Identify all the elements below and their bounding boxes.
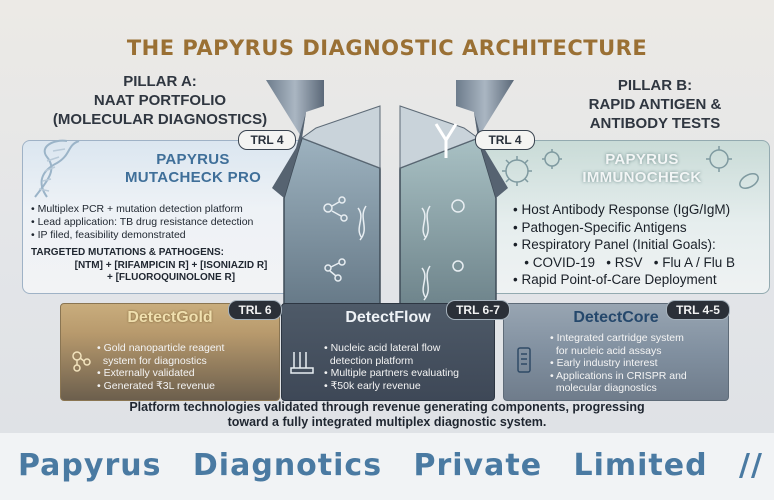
list-item: • IP filed, feasibility demonstrated bbox=[31, 229, 186, 241]
mutacheck-card: PAPYRUS MUTACHECK PRO • Multiplex PCR + … bbox=[22, 139, 322, 294]
detectgold-card: DetectGold • Gold nanoparticle reagent s… bbox=[60, 303, 280, 401]
pillar-a-heading: PILLAR A: NAAT PORTFOLIO (MOLECULAR DIAG… bbox=[50, 72, 270, 129]
architecture-poster: THE PAPYRUS DIAGNOSTIC ARCHITECTURE PILL… bbox=[0, 0, 774, 433]
detectcore-trl-badge: TRL 4-5 bbox=[666, 300, 730, 320]
company-banner bbox=[0, 433, 774, 500]
mutacheck-bullets: • Multiplex PCR + mutation detection pla… bbox=[31, 203, 253, 242]
pillar-b-portfolio: RAPID ANTIGEN & bbox=[588, 96, 722, 113]
list-item: • Externally validated bbox=[97, 367, 195, 379]
pillar-a-label: PILLAR A: bbox=[123, 73, 197, 90]
pillar-a-portfolio: NAAT PORTFOLIO bbox=[93, 92, 227, 109]
detectflow-card: DetectFlow • Nucleic acid lateral flow d… bbox=[281, 303, 495, 401]
pillar-a-subtitle: (MOLECULAR DIAGNOSTICS) bbox=[52, 111, 268, 128]
immunocheck-product: IMMUNOCHECK bbox=[582, 169, 702, 186]
immunocheck-bullets: • Host Antibody Response (IgG/IgM) • Pat… bbox=[513, 201, 735, 289]
list-item: • Multiplex PCR + mutation detection pla… bbox=[31, 203, 243, 215]
detectcore-card: DetectCore • Integrated cartridge system… bbox=[503, 303, 729, 401]
pillar-b-trl-badge: TRL 4 bbox=[475, 130, 535, 150]
targets-line-2: + [FLUOROQUINOLONE R] bbox=[106, 272, 236, 283]
list-item: • Generated ₹3L revenue bbox=[97, 379, 215, 392]
list-item: for nucleic acid assays bbox=[550, 344, 662, 357]
targets-line-1: [NTM] + [RIFAMPICIN R] + [ISONIAZID R] bbox=[74, 259, 268, 271]
list-item: molecular diagnostics bbox=[550, 382, 657, 394]
detectgold-name: DetectGold bbox=[127, 309, 213, 326]
dna-helix-icon bbox=[34, 139, 80, 198]
pillar-b-label: PILLAR B: bbox=[617, 77, 693, 94]
list-item: • Nucleic acid lateral flow bbox=[324, 342, 441, 354]
virus-icon bbox=[502, 146, 759, 189]
list-item: • Early industry interest bbox=[550, 357, 658, 369]
platform-summary-note: Platform technologies validated through … bbox=[0, 400, 774, 430]
list-item: • COVID-19 • RSV • Flu A / Flu B bbox=[513, 254, 735, 270]
list-item: • ₹50k early revenue bbox=[324, 379, 421, 392]
detectcore-name: DetectCore bbox=[573, 309, 659, 326]
list-item: • Host Antibody Response (IgG/IgM) bbox=[513, 202, 731, 217]
detectflow-bullets: • Nucleic acid lateral flow detection pl… bbox=[324, 342, 459, 392]
test-tube-rack-icon bbox=[290, 352, 314, 374]
detectgold-trl-badge: TRL 6 bbox=[228, 300, 282, 320]
list-item: detection platform bbox=[324, 354, 414, 367]
pillar-a-trl-badge: TRL 4 bbox=[238, 130, 296, 150]
mutacheck-product: MUTACHECK PRO bbox=[124, 169, 262, 186]
list-item: • Pathogen-Specific Antigens bbox=[513, 219, 687, 235]
detectcore-bullets: • Integrated cartridge system for nuclei… bbox=[550, 332, 687, 395]
company-name: Papyrus Diagnotics Private Limited // bbox=[18, 448, 763, 483]
molecule-icon bbox=[323, 196, 367, 282]
targets-title: TARGETED MUTATIONS & PATHOGENS: bbox=[31, 247, 224, 258]
pillar-b-subtitle: ANTIBODY TESTS bbox=[589, 115, 721, 132]
list-item: • Rapid Point-of-Care Deployment bbox=[513, 272, 717, 287]
list-item: • Gold nanoparticle reagent bbox=[97, 342, 225, 354]
list-item: system for diagnostics bbox=[97, 354, 207, 367]
mutacheck-brand: PAPYRUS bbox=[156, 151, 230, 168]
list-item: • Respiratory Panel (Initial Goals): bbox=[513, 237, 716, 252]
list-item: • Applications in CRISPR and bbox=[550, 369, 687, 382]
detectflow-trl-badge: TRL 6-7 bbox=[446, 300, 510, 320]
immunocheck-brand: PAPYRUS bbox=[605, 151, 679, 168]
list-item: • Integrated cartridge system bbox=[550, 332, 684, 344]
pillar-b-heading: PILLAR B: RAPID ANTIGEN & ANTIBODY TESTS bbox=[545, 76, 765, 133]
mutacheck-product-name: PAPYRUS MUTACHECK PRO bbox=[103, 151, 283, 187]
summary-line-2: toward a fully integrated multiplex diag… bbox=[227, 415, 547, 429]
immunocheck-card: PAPYRUS IMMUNOCHECK • Host Antibody Resp… bbox=[456, 140, 770, 294]
list-item: • Lead application: TB drug resistance d… bbox=[31, 216, 254, 228]
cartridge-icon bbox=[517, 347, 531, 373]
detectflow-name: DetectFlow bbox=[345, 309, 431, 326]
dna-helix-icon bbox=[421, 199, 465, 301]
summary-line-1: Platform technologies validated through … bbox=[129, 400, 645, 414]
immunocheck-product-name: PAPYRUS IMMUNOCHECK bbox=[557, 151, 727, 187]
poster-title: THE PAPYRUS DIAGNOSTIC ARCHITECTURE bbox=[126, 36, 648, 60]
antibody-icon bbox=[434, 123, 458, 158]
molecule-icon bbox=[72, 351, 91, 372]
detectgold-bullets: • Gold nanoparticle reagent system for d… bbox=[97, 342, 224, 392]
targeted-mutations: TARGETED MUTATIONS & PATHOGENS: [NTM] + … bbox=[31, 247, 311, 285]
list-item: • Multiple partners evaluating bbox=[324, 367, 459, 379]
